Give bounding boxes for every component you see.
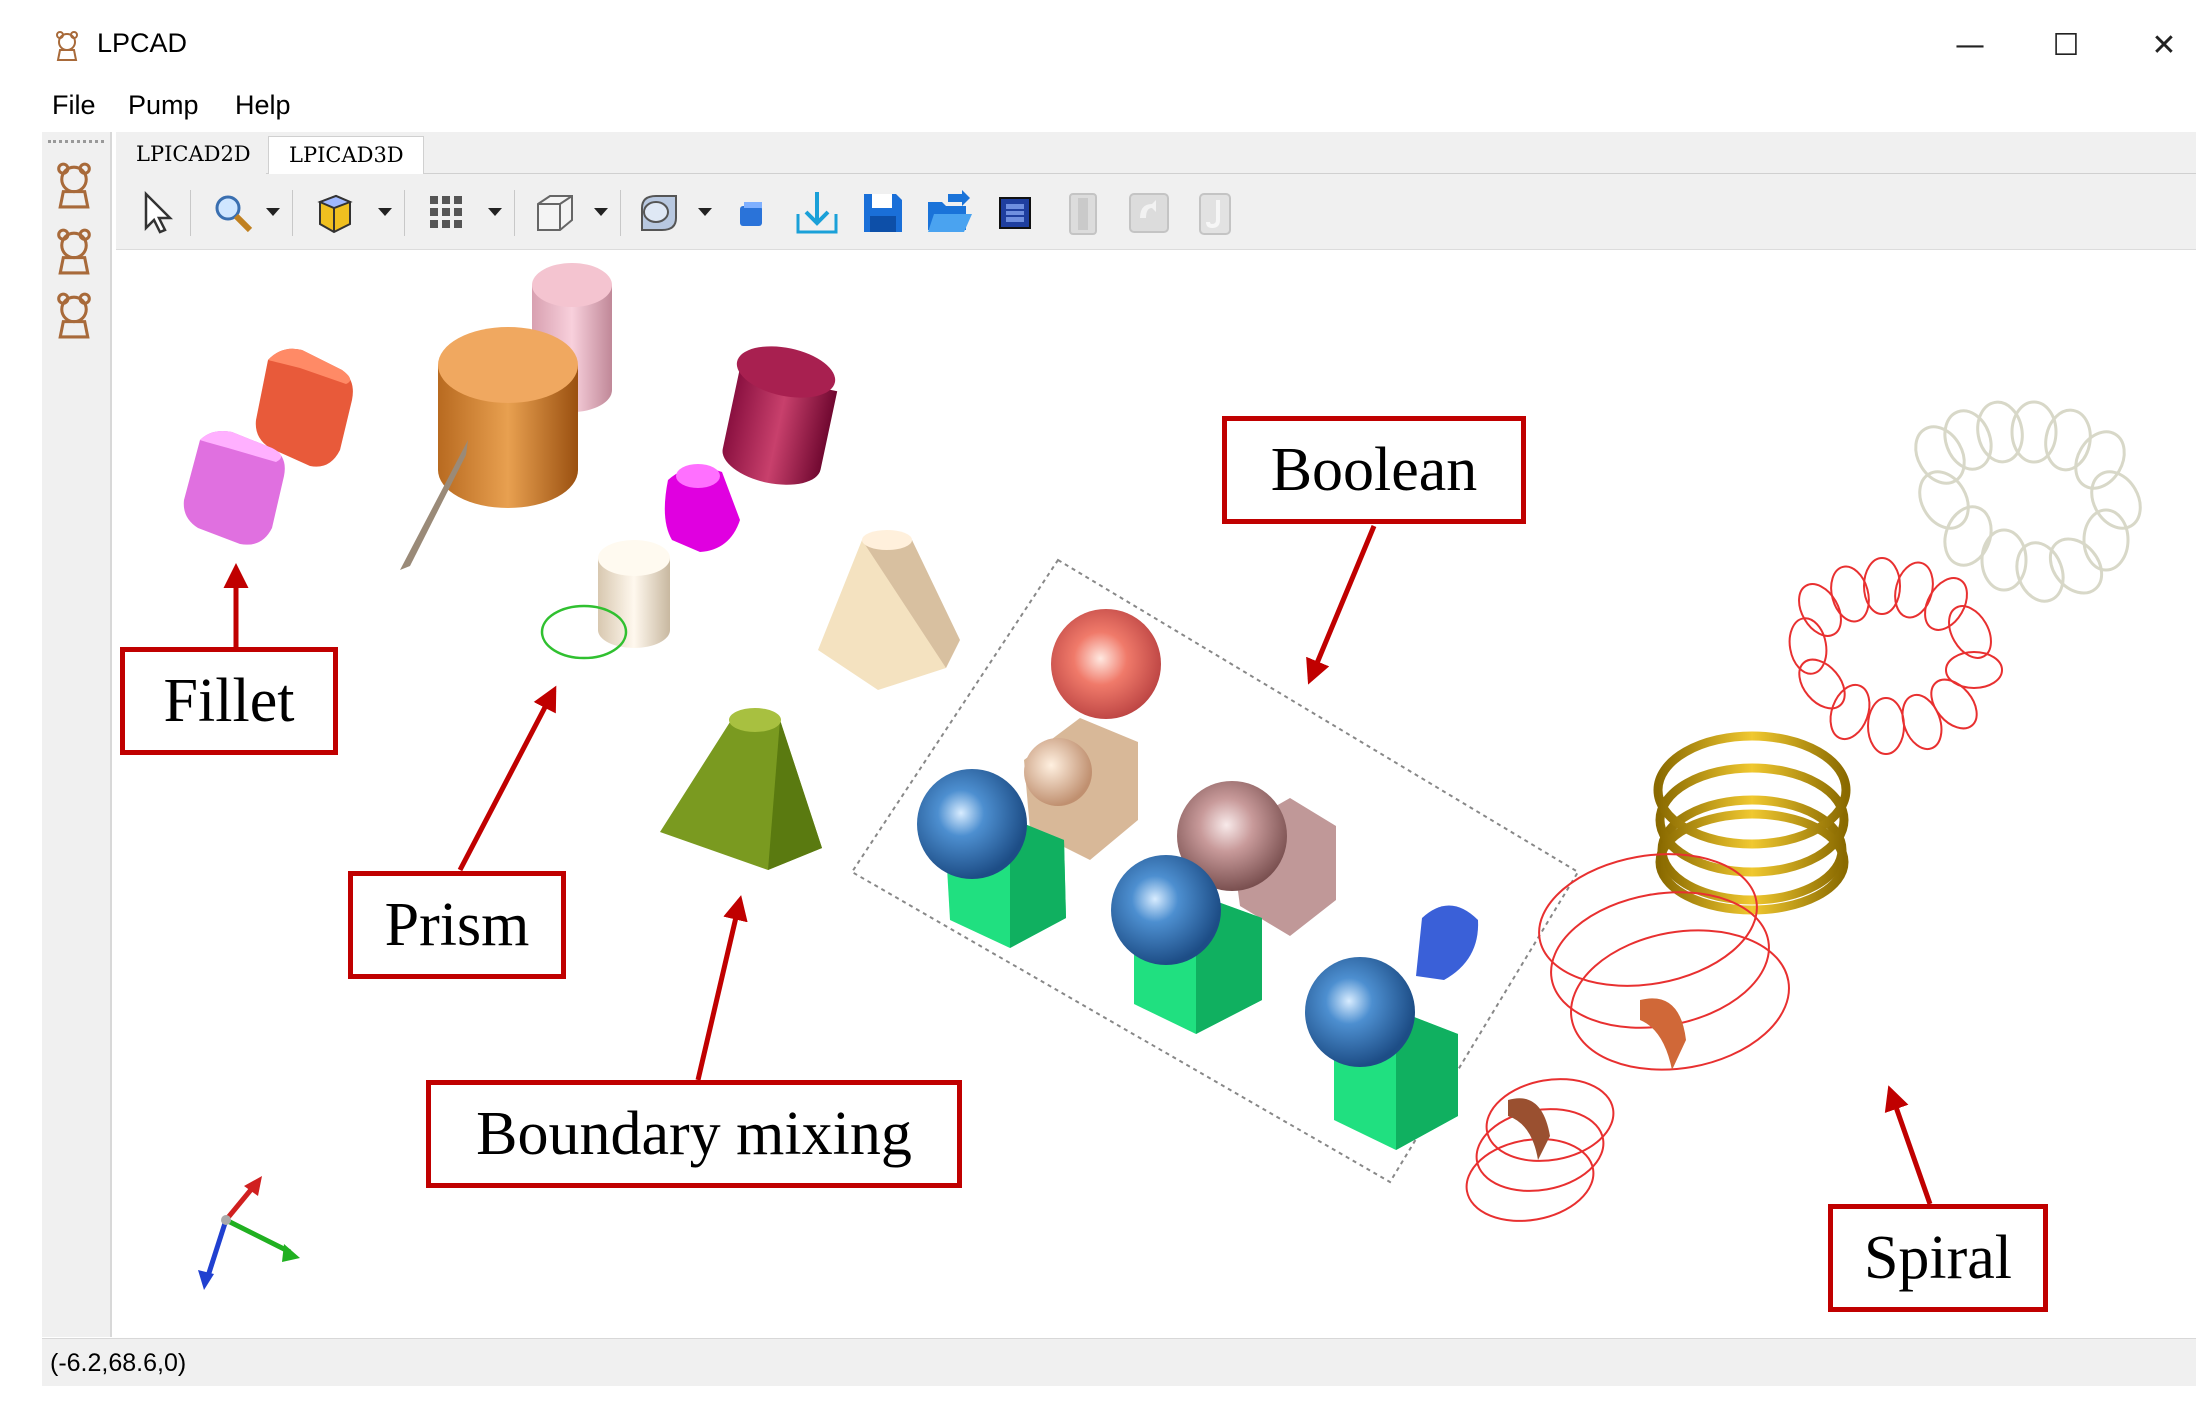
disabled-tool-3-icon [1190, 188, 1240, 238]
label-boolean: Boolean [1222, 416, 1526, 524]
maximize-icon: ☐ [2052, 27, 2080, 63]
window-title: LPCAD [97, 28, 188, 58]
title-bar: LPCAD — ☐ ✕ [0, 0, 2207, 84]
fit-window-icon[interactable] [990, 188, 1040, 238]
left-dock [42, 132, 112, 1337]
dock-grip[interactable] [48, 140, 104, 143]
boundary-mixing-shapes [660, 530, 960, 870]
view-cube-icon[interactable] [530, 188, 580, 238]
small-box-icon[interactable] [726, 188, 776, 238]
zoom-dropdown[interactable] [266, 208, 280, 216]
bear-app-icon [56, 31, 78, 61]
shade-mode-icon[interactable] [310, 188, 360, 238]
minimize-icon: — [1955, 27, 1985, 63]
menu-pump[interactable]: Pump [128, 90, 199, 120]
label-spiral: Spiral [1828, 1204, 2048, 1312]
menu-file[interactable]: File [52, 90, 96, 120]
tab-lpicad3d[interactable]: LPICAD3D [268, 136, 424, 174]
disabled-tool-2-icon [1124, 188, 1174, 238]
grid-dropdown[interactable] [488, 208, 502, 216]
menu-help[interactable]: Help [235, 90, 291, 120]
menu-bar: File Pump Help [0, 84, 2207, 130]
shade-dropdown[interactable] [378, 208, 392, 216]
zoom-icon[interactable] [208, 188, 258, 238]
bear-icon[interactable] [48, 288, 100, 340]
save-icon[interactable] [858, 188, 908, 238]
close-button[interactable]: ✕ [2134, 20, 2194, 70]
prism-shapes [400, 263, 838, 660]
bear-icon[interactable] [48, 224, 100, 276]
fillet-shapes [183, 348, 353, 545]
cursor-coordinates: (-6.2,68.6,0) [50, 1349, 187, 1377]
3d-viewport[interactable]: Fillet Prism Boundary mixing Boolean Spi… [116, 251, 2196, 1337]
maximize-button[interactable]: ☐ [2036, 20, 2096, 70]
open-folder-icon[interactable] [924, 188, 974, 238]
shape-dropdown[interactable] [698, 208, 712, 216]
annotation-arrows [223, 525, 1933, 1205]
label-prism: Prism [348, 871, 566, 979]
disabled-tool-1-icon [1058, 188, 1108, 238]
bear-icon[interactable] [48, 158, 100, 210]
tab-bar: LPICAD2D LPICAD3D [116, 132, 2196, 174]
minimize-button[interactable]: — [1940, 20, 2000, 70]
tab-lpicad2d[interactable]: LPICAD2D [116, 136, 266, 174]
close-icon: ✕ [2151, 27, 2177, 63]
axis-triad [198, 1176, 300, 1290]
import-icon[interactable] [792, 188, 842, 238]
status-bar: (-6.2,68.6,0) [42, 1338, 2196, 1386]
label-boundary-mixing: Boundary mixing [426, 1080, 962, 1188]
shape-icon[interactable] [634, 188, 684, 238]
view-dropdown[interactable] [594, 208, 608, 216]
spiral-shapes [1465, 400, 2142, 1222]
toolbar [116, 174, 2196, 250]
label-fillet: Fillet [120, 647, 338, 755]
select-cursor-icon[interactable] [132, 188, 182, 238]
grid-icon[interactable] [422, 188, 472, 238]
boolean-shapes [850, 558, 1580, 1184]
